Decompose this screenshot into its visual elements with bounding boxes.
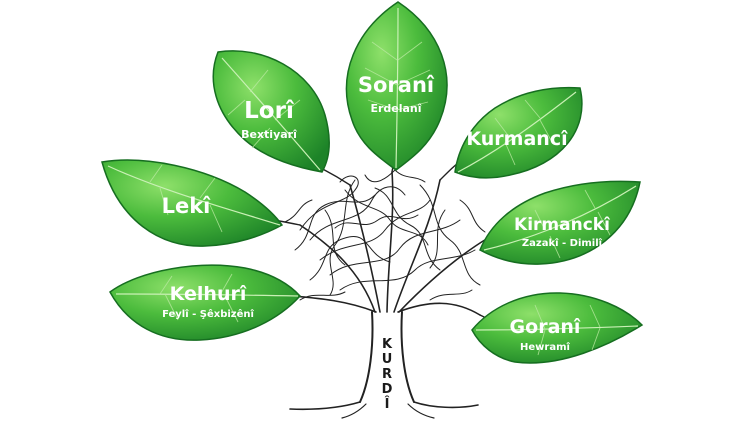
leaf-subtitle-lori: Bextiyarî — [241, 128, 297, 141]
leaf-title-kirmancki: Kirmanckî — [514, 215, 611, 235]
trunk-letter: U — [382, 352, 393, 367]
leaf-subtitle-kelhuri: Feylî - Şêxbizênî — [162, 308, 254, 320]
leaf-title-sorani: Soranî — [358, 73, 435, 97]
leaf-lori: Lorî Bextiyarî — [212, 50, 330, 173]
leaf-sorani: Soranî Erdelanî — [345, 1, 448, 171]
leaf-title-leki: Lekî — [162, 194, 212, 218]
trunk-letter: D — [382, 382, 393, 397]
leaf-kelhuri: Kelhurî Feylî - Şêxbizênî — [109, 264, 302, 341]
trunk-letter: R — [382, 367, 392, 382]
leaf-icon — [471, 292, 644, 364]
trunk-letter: K — [382, 337, 393, 352]
leaf-gorani: Goranî Hewramî — [471, 292, 644, 364]
leaf-subtitle-gorani: Hewramî — [520, 341, 570, 353]
leaf-title-kelhuri: Kelhurî — [170, 283, 247, 305]
leaf-icon — [109, 264, 302, 341]
leaf-kirmancki: Kirmanckî Zazakî - Dimilî — [479, 180, 641, 265]
leaf-title-lori: Lorî — [244, 98, 295, 124]
trunk-label-kurdi: K U R D Î — [382, 337, 393, 412]
leaf-leki: Lekî — [101, 159, 284, 247]
leaf-title-kurmanci: Kurmancî — [466, 128, 568, 150]
leaf-icon — [479, 180, 641, 265]
leaf-subtitle-sorani: Erdelanî — [370, 102, 421, 115]
leaf-kurmanci: Kurmancî — [454, 86, 583, 179]
leaves-group: Soranî Erdelanî Lorî Bextiyarî Kurmancî … — [101, 1, 644, 364]
trunk-letter: Î — [385, 396, 390, 412]
leaf-subtitle-kirmancki: Zazakî - Dimilî — [522, 237, 603, 249]
leaf-icon — [345, 1, 448, 171]
leaf-title-gorani: Goranî — [510, 316, 581, 338]
